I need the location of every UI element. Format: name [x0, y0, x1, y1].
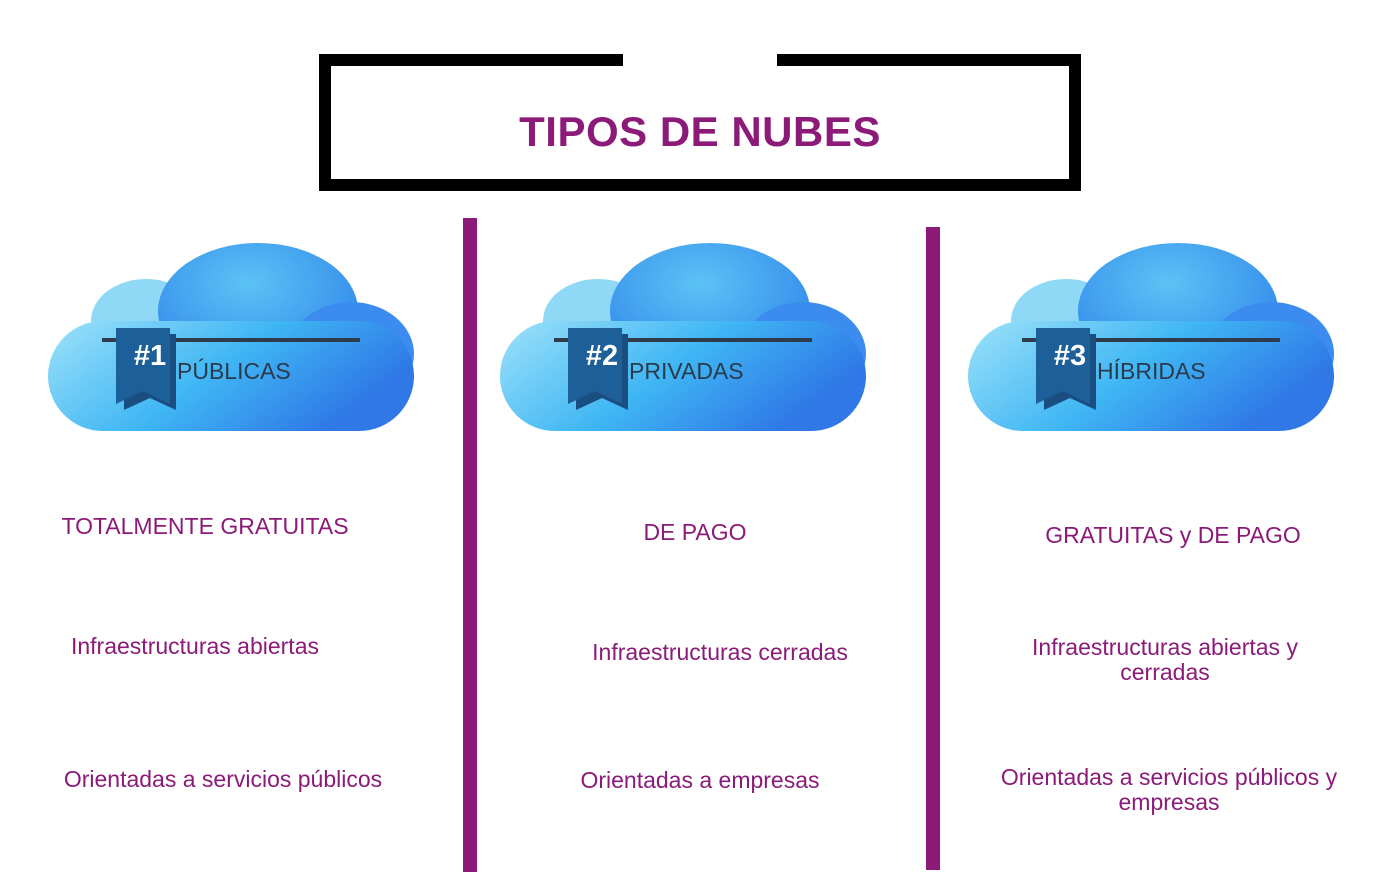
cost-text: DE PAGO — [643, 519, 747, 545]
cost-text: GRATUITAS y DE PAGO — [1045, 522, 1301, 548]
cloud-icon — [968, 243, 1334, 431]
badge-number: #2 — [585, 340, 619, 372]
column-divider-left — [463, 218, 477, 872]
title-frame — [319, 54, 1081, 191]
orientation-text: Orientadas a empresas — [580, 767, 820, 793]
cloud-card-hibridas: #3 HÍBRIDAS — [966, 236, 1336, 436]
column-divider-right — [926, 227, 940, 870]
badge-number: #3 — [1053, 340, 1087, 372]
page-title: TIPOS DE NUBES — [519, 108, 881, 155]
cloud-type-label: HÍBRIDAS — [1097, 358, 1206, 384]
cloud-card-publicas: #1 PÚBLICAS — [46, 236, 416, 436]
orientation-text: Orientadas a servicios públicos y empres… — [1000, 764, 1338, 815]
infrastructure-text: Infraestructuras cerradas — [592, 639, 848, 665]
infrastructure-text: Infraestructuras abiertas — [70, 633, 319, 659]
cloud-type-label: PRIVADAS — [629, 358, 744, 384]
cloud-card-privadas: #2 PRIVADAS — [498, 236, 868, 436]
cloud-type-label: PÚBLICAS — [177, 358, 291, 384]
cloud-icon — [500, 243, 866, 431]
title-frame-gap — [623, 50, 777, 70]
orientation-text: Orientadas a servicios públicos — [63, 766, 383, 792]
infrastructure-text: Infraestructuras abiertas y cerradas — [1032, 634, 1298, 685]
cloud-icon — [48, 243, 414, 431]
cost-text: TOTALMENTE GRATUITAS — [61, 513, 349, 539]
badge-number: #1 — [133, 340, 167, 372]
